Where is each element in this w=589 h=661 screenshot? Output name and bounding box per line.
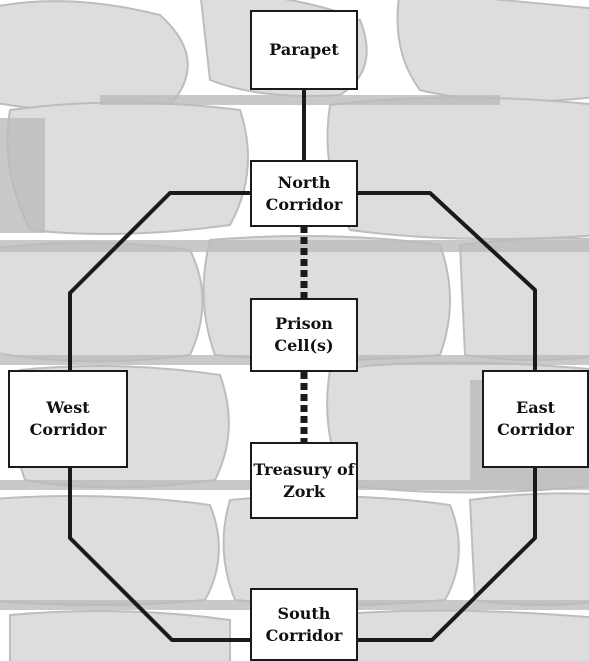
path-north-east <box>356 191 537 372</box>
room-south-corridor: South Corridor <box>250 588 358 661</box>
path-west-north <box>68 191 252 372</box>
path-south-west <box>68 466 252 642</box>
room-prison-cells: Prison Cell(s) <box>250 298 358 372</box>
room-west-corridor: West Corridor <box>8 370 128 468</box>
room-east-corridor: East Corridor <box>482 370 589 468</box>
path-east-south <box>356 466 537 642</box>
room-north-corridor: North Corridor <box>250 160 358 227</box>
room-parapet: Parapet <box>250 10 358 90</box>
room-treasury-of-zork: Treasury of Zork <box>250 442 358 519</box>
